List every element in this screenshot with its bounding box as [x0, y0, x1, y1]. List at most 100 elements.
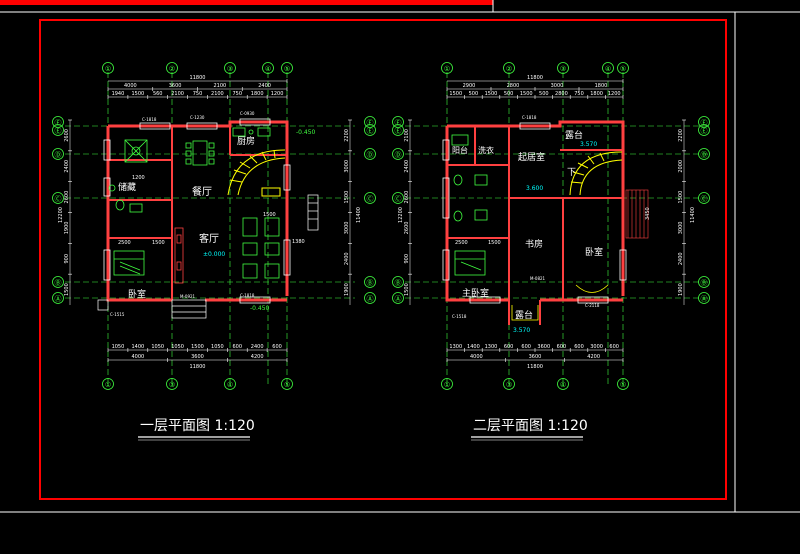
svg-text:Ⓓ: Ⓓ	[395, 151, 402, 159]
dimension-label: 600	[557, 344, 567, 350]
dimension-total-right: 11400	[690, 207, 696, 223]
dimension-label: 1050	[211, 344, 224, 350]
axis-bubble-left: Ⓕ	[52, 116, 64, 128]
axis-bubble-left: Ⓒ	[52, 192, 64, 204]
label-window: C-0930	[240, 111, 255, 116]
room-living-up: 起居室	[518, 151, 545, 163]
dimension-label: 3600	[169, 83, 182, 89]
dimension-label: 4000	[470, 354, 483, 360]
dimension-label: 900	[64, 254, 70, 264]
axis-bubble-right: Ⓕ	[698, 116, 710, 128]
dimension-total-left: 12200	[58, 207, 64, 223]
axis-bubble-top: ②	[166, 62, 178, 74]
svg-text:Ⓕ: Ⓕ	[367, 119, 374, 127]
dimension-label: 2900	[463, 83, 476, 89]
dimension-total-right: 11400	[356, 207, 362, 223]
svg-text:Ⓔ: Ⓔ	[55, 127, 62, 135]
axis-bubble-right: Ⓐ	[698, 292, 710, 304]
svg-text:Ⓕ: Ⓕ	[395, 119, 402, 127]
label-window: C-2118	[585, 303, 600, 308]
room-bedroom: 卧室	[128, 288, 146, 300]
level-kitchen: -0.450	[296, 129, 316, 136]
axis-bubble-left: Ⓕ	[392, 116, 404, 128]
axis-bubble-right: Ⓔ	[364, 124, 376, 136]
room-sunroom: 阳台	[452, 145, 468, 155]
dimension-label: 2600	[64, 191, 70, 204]
svg-text:⑤: ⑤	[620, 65, 626, 73]
room-kitchen: 厨房	[237, 135, 255, 147]
bathroom-fixture-icon	[108, 184, 143, 213]
axis-bubble-left: Ⓓ	[52, 148, 64, 160]
axis-bubble-bottom: ⑤	[617, 378, 629, 390]
dimension-label: 2200	[344, 129, 350, 142]
dimension-label: 2400	[344, 252, 350, 265]
dimension-label: 2600	[404, 222, 410, 235]
label-door: M-0821	[530, 276, 546, 281]
dimension-label: 1300	[485, 344, 498, 350]
dimension-label: 500	[504, 91, 514, 97]
dim-top-total-line	[447, 79, 624, 83]
level-balcony-bottom: 3.570	[513, 327, 530, 334]
dimension-label: 500	[539, 91, 549, 97]
level-entrance: -0.450	[250, 305, 270, 312]
dimension-label: 1900	[344, 283, 350, 296]
svg-text:④: ④	[605, 65, 611, 73]
axis-bubble-left: Ⓔ	[52, 124, 64, 136]
bathroom-fixture-icon	[451, 134, 488, 222]
svg-text:③: ③	[506, 381, 512, 389]
dimension-label: 600	[504, 344, 514, 350]
dimension-label: 2600	[404, 191, 410, 204]
dimension-label: 1300	[449, 344, 462, 350]
dimension-label: 750	[233, 91, 243, 97]
balcony-hatch	[625, 189, 649, 239]
axis-bubble-left: Ⓓ	[392, 148, 404, 160]
svg-text:①: ①	[444, 65, 450, 73]
dimension-label: 2000	[678, 160, 684, 173]
dimension-label: 2400	[258, 83, 271, 89]
dimension-label: 4200	[251, 354, 264, 360]
svg-text:Ⓓ: Ⓓ	[701, 151, 708, 159]
axis-bubble-left: Ⓔ	[392, 124, 404, 136]
dimension-label: 2400	[64, 160, 70, 173]
svg-text:Ⓐ: Ⓐ	[55, 295, 62, 303]
axis-bubble-bottom: ③	[503, 378, 515, 390]
dimension-label: 1400	[131, 344, 144, 350]
axis-bubble-bottom: ①	[102, 378, 114, 390]
svg-text:⑤: ⑤	[620, 381, 626, 389]
dimension-label: 1200	[608, 91, 621, 97]
room-dining: 餐厅	[192, 185, 212, 198]
label-window: C-1515	[110, 312, 125, 317]
axis-bubble-top: ⑤	[281, 62, 293, 74]
svg-text:Ⓕ: Ⓕ	[701, 119, 708, 127]
bay-window-icon	[511, 284, 609, 321]
svg-text:Ⓔ: Ⓔ	[701, 127, 708, 135]
axis-bubble-top: ⑤	[617, 62, 629, 74]
axis-bubble-bottom: ④	[557, 378, 569, 390]
axis-bubble-top: ①	[102, 62, 114, 74]
axis-bubble-right: Ⓔ	[698, 124, 710, 136]
room-cloakroom: 洗衣	[478, 145, 494, 155]
dimension-label: 1900	[64, 222, 70, 235]
axis-bubble-bottom: ①	[441, 378, 453, 390]
dining-table-icon	[185, 140, 215, 166]
level-balcony: 3.570	[580, 141, 597, 148]
dimension-label: 600	[574, 344, 584, 350]
dimension-label: 750	[574, 91, 584, 97]
axis-bubble-left: Ⓑ	[52, 276, 64, 288]
dimension-label: 1900	[678, 283, 684, 296]
label-window: C-1518	[452, 314, 467, 319]
kitchen-fixtures-icon	[232, 127, 271, 137]
tv-cabinet-icon	[174, 227, 184, 284]
dimension-label: 2100	[211, 91, 224, 97]
dimension-label: 2100	[214, 83, 227, 89]
axis-bubble-left: Ⓐ	[392, 292, 404, 304]
svg-text:Ⓑ: Ⓑ	[55, 279, 62, 287]
table-chairs-icon	[124, 139, 148, 163]
svg-text:Ⓒ: Ⓒ	[395, 195, 402, 203]
dimension-label: 600	[272, 344, 282, 350]
